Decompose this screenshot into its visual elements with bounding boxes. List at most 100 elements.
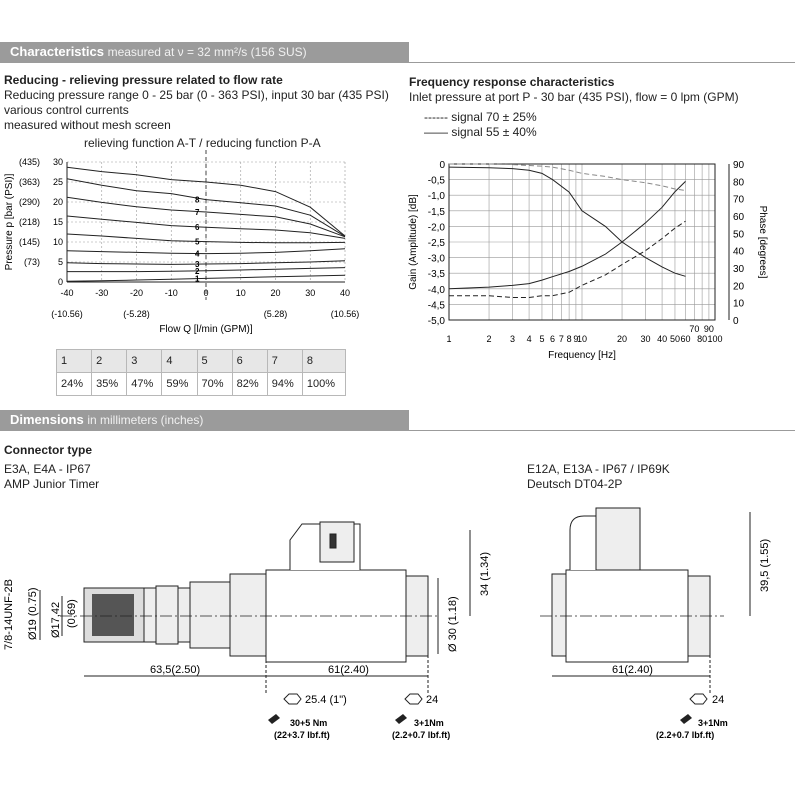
reducing-line-1: Reducing pressure range 0 - 25 bar (0 - … <box>4 88 389 102</box>
pressure-curve <box>66 260 346 265</box>
y-tick-label: 20 <box>53 197 63 207</box>
reducing-line-2: various control currents <box>4 103 129 117</box>
table-header-cell: 4 <box>161 349 198 373</box>
y-tick-label-secondary: (73) <box>24 257 40 267</box>
y-tick-label: 5 <box>58 257 63 267</box>
curve-number-label: 8 <box>195 196 200 205</box>
y2-tick-label: 40 <box>733 247 745 258</box>
x-tick-label: 60 <box>680 334 690 344</box>
x-tick-label: 30 <box>640 334 650 344</box>
table-row: 24% 35% 47% 59% 70% 82% 94% 100% <box>55 372 347 396</box>
x-tick-label: -30 <box>95 288 108 298</box>
hex-icon <box>283 693 302 705</box>
y2-tick-label: 30 <box>733 264 745 275</box>
phase-curve <box>448 180 686 290</box>
x-tick-label: 4 <box>527 334 532 344</box>
hex24-label: 24 <box>426 694 438 706</box>
torque-lbf-label: (2.2+0.7 lbf.ft) <box>656 730 714 740</box>
x-tick-label: 90 <box>704 324 714 334</box>
x-tick-label: 70 <box>689 324 699 334</box>
x-tick-label-secondary: (5.28) <box>264 309 288 319</box>
frequency-line: Inlet pressure at port P - 30 bar (435 P… <box>409 90 739 104</box>
h395-label: 39,5 (1.55) <box>759 539 771 592</box>
d19-label: Ø19 (0.75) <box>27 587 39 640</box>
cartridge-valve-body <box>189 581 231 649</box>
pressure-curve <box>66 248 346 255</box>
d30-label: Ø 30 (1.18) <box>447 596 459 652</box>
right-valve-drawing: 39,5 (1.55) 61(2.40) 24 3+1Nm (2.2+0.7 l… <box>540 507 771 740</box>
y2-tick-label: 0 <box>733 316 739 327</box>
x-tick-label: 6 <box>550 334 555 344</box>
phase-curve <box>449 220 686 298</box>
y-tick-label-secondary: (145) <box>19 237 40 247</box>
x-tick-label: 0 <box>203 288 208 298</box>
y-tick-label: 0 <box>58 277 63 287</box>
plot-frame <box>448 163 716 321</box>
y-tick-label-secondary: (435) <box>19 157 40 167</box>
y-tick-label: -1,0 <box>428 191 446 202</box>
y-tick-label: -4,5 <box>428 300 446 311</box>
y-tick-label-secondary: (290) <box>19 197 40 207</box>
mesh-screen <box>92 594 134 636</box>
wrench-icon <box>680 714 692 724</box>
x-tick-label-secondary: (10.56) <box>331 309 360 319</box>
y2-tick-label: 60 <box>733 212 745 223</box>
hex-icon <box>404 693 423 705</box>
table-header-cell: 2 <box>91 349 128 373</box>
torque2-lbf-label: (2.2+0.7 lbf.ft) <box>392 730 450 740</box>
curve-number-label: 1 <box>195 274 200 283</box>
frequency-heading: Frequency response characteristics <box>409 75 615 89</box>
y-axis-title: Pressure p [bar (PSI)] <box>4 173 15 270</box>
table-cell: 47% <box>126 372 163 396</box>
dimensions-title: Dimensions <box>10 412 84 427</box>
table-cell: 35% <box>91 372 128 396</box>
y-axis-title: Gain (Amplitude) [dB] <box>408 194 419 290</box>
curve-number-label: 6 <box>195 223 200 232</box>
y2-axis-title: Phase [degrees] <box>757 206 768 279</box>
y-tick-label: -3,0 <box>428 254 446 265</box>
left-connector-line-2: AMP Junior Timer <box>4 477 100 491</box>
left-valve-drawing: 7/8-14UNF-2B Ø19 (0.75) Ø17,42 (0.69) Ø … <box>3 521 491 740</box>
hex24-label: 24 <box>712 694 724 706</box>
y-tick-label: -4,0 <box>428 285 446 296</box>
cartridge-ring-2 <box>177 587 191 643</box>
table-cell: 100% <box>301 372 347 396</box>
function-label: relieving function A-T / reducing functi… <box>84 136 321 150</box>
x-axis-title: Flow Q [l/min (GPM)] <box>159 324 253 335</box>
len61-label: 61(2.40) <box>612 664 653 676</box>
y-tick-label: 30 <box>53 157 63 167</box>
d069-label: (0.69) <box>66 599 78 628</box>
gain-curve <box>448 166 686 277</box>
x-tick-label: 40 <box>657 334 667 344</box>
table-header-cell: 6 <box>231 349 268 373</box>
table-header-cell: 3 <box>126 349 163 373</box>
hex254-label: 25.4 (1") <box>305 694 347 706</box>
cartridge-ring <box>143 587 157 643</box>
table-cell: 94% <box>266 372 303 396</box>
curve-number-label: 2 <box>195 267 200 276</box>
y-tick-label: 15 <box>53 217 63 227</box>
pressure-curve <box>66 166 346 237</box>
table-header-row: 1 2 3 4 5 6 7 8 <box>55 349 347 373</box>
frequency-response-chart: 0-0,5-1,0-1,5-2,0-2,5-3,0-3,5-4,0-4,5-5,… <box>408 160 768 361</box>
x-tick-label: -10 <box>165 288 178 298</box>
hex-nut <box>229 573 267 657</box>
reducing-heading: Reducing - relieving pressure related to… <box>4 73 283 87</box>
x-axis-title: Frequency [Hz] <box>548 350 616 361</box>
x-tick-label: 7 <box>559 334 564 344</box>
torque1-lbf-label: (22+3.7 lbf.ft) <box>274 730 330 740</box>
x-tick-label: 2 <box>487 334 492 344</box>
pressure-curve <box>66 196 346 238</box>
table-header-cell: 5 <box>196 349 233 373</box>
x-tick-label: 30 <box>305 288 315 298</box>
y-tick-label: 0 <box>439 160 445 171</box>
curve-number-label: 7 <box>195 208 200 217</box>
x-tick-label: 50 <box>670 334 680 344</box>
dimensions-subtitle: in millimeters (inches) <box>87 413 204 427</box>
x-tick-label: 5 <box>539 334 544 344</box>
y-tick-label-secondary: (363) <box>19 177 40 187</box>
y2-tick-label: 70 <box>733 195 745 206</box>
y-tick-label: 10 <box>53 237 63 247</box>
pressure-curve <box>66 233 346 244</box>
len635-label: 63,5(2.50) <box>150 664 200 676</box>
